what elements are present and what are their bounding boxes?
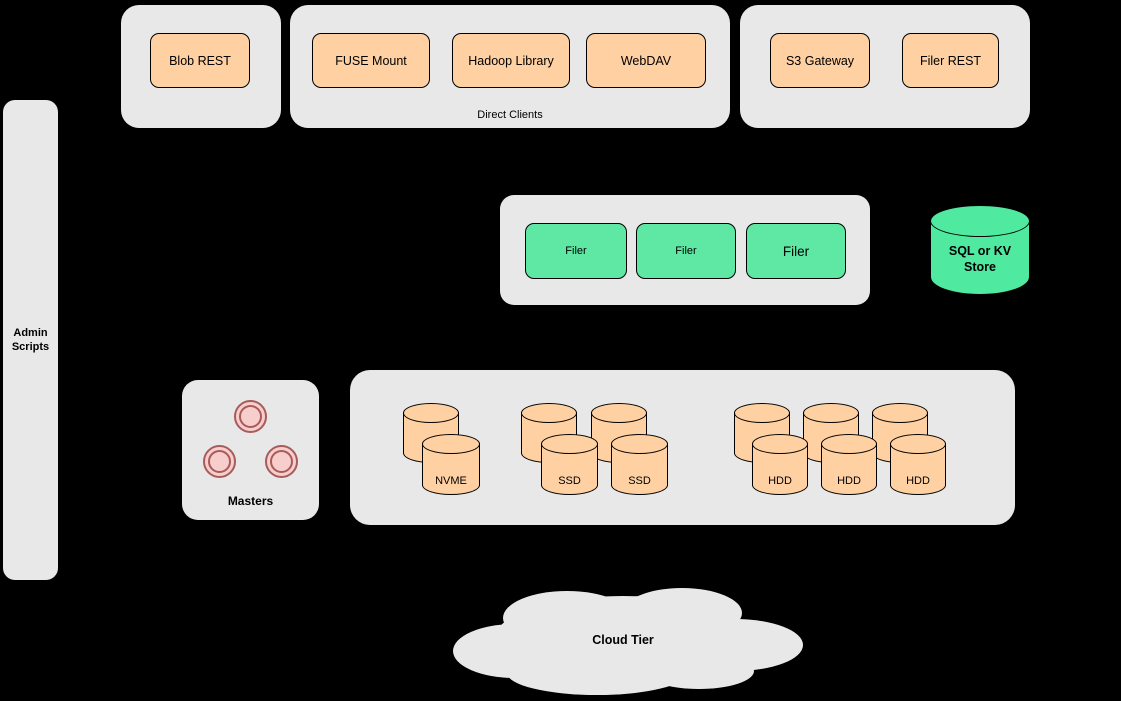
hdd-cylinder: HDD xyxy=(821,434,877,495)
hadoop-library-node: Hadoop Library xyxy=(452,33,570,88)
hdd-cylinder: HDD xyxy=(890,434,946,495)
s3-gateway-node: S3 Gateway xyxy=(770,33,870,88)
gateway-group: S3 Gateway Filer REST xyxy=(740,5,1030,128)
master-node-icon xyxy=(234,400,267,433)
hdd-label: HDD xyxy=(837,475,861,487)
masters-label: Masters xyxy=(227,494,274,508)
ssd-cylinder: SSD xyxy=(611,434,668,495)
master-node-icon xyxy=(203,445,236,478)
admin-scripts-panel: Admin Scripts xyxy=(3,100,58,580)
admin-scripts-label: Admin Scripts xyxy=(11,326,50,353)
webdav-node: WebDAV xyxy=(586,33,706,88)
filer-rest-node: Filer REST xyxy=(902,33,999,88)
fuse-mount-node: FUSE Mount xyxy=(312,33,430,88)
ssd-label: SSD xyxy=(558,475,581,487)
sql-kv-store-label: SQL or KV Store xyxy=(948,243,1012,274)
direct-clients-label: Direct Clients xyxy=(477,109,543,121)
hdd-label: HDD xyxy=(768,475,792,487)
cloud-icon xyxy=(453,588,803,695)
ssd-label: SSD xyxy=(628,475,651,487)
master-node-icon xyxy=(265,445,298,478)
cloud-tier-shape: Cloud Tier xyxy=(437,583,809,698)
volume-servers-group: NVME SSD SSD HDD HDD HDD xyxy=(350,370,1015,525)
direct-clients-group: FUSE Mount Hadoop Library WebDAV Direct … xyxy=(290,5,730,128)
ssd-cylinder: SSD xyxy=(541,434,598,495)
hdd-label: HDD xyxy=(906,475,930,487)
blob-rest-node: Blob REST xyxy=(150,33,250,88)
filer-node: Filer xyxy=(525,223,627,279)
sql-kv-store-cylinder: SQL or KV Store xyxy=(930,205,1030,295)
filer-node: Filer xyxy=(746,223,846,279)
nvme-cylinder: NVME xyxy=(422,434,480,495)
masters-group: Masters xyxy=(182,380,319,520)
nvme-label: NVME xyxy=(435,475,467,487)
filer-group: Filer Filer Filer xyxy=(500,195,870,305)
hdd-cylinder: HDD xyxy=(752,434,808,495)
blob-group: Blob REST xyxy=(121,5,281,128)
cloud-tier-label: Cloud Tier xyxy=(592,633,654,647)
filer-node: Filer xyxy=(636,223,736,279)
